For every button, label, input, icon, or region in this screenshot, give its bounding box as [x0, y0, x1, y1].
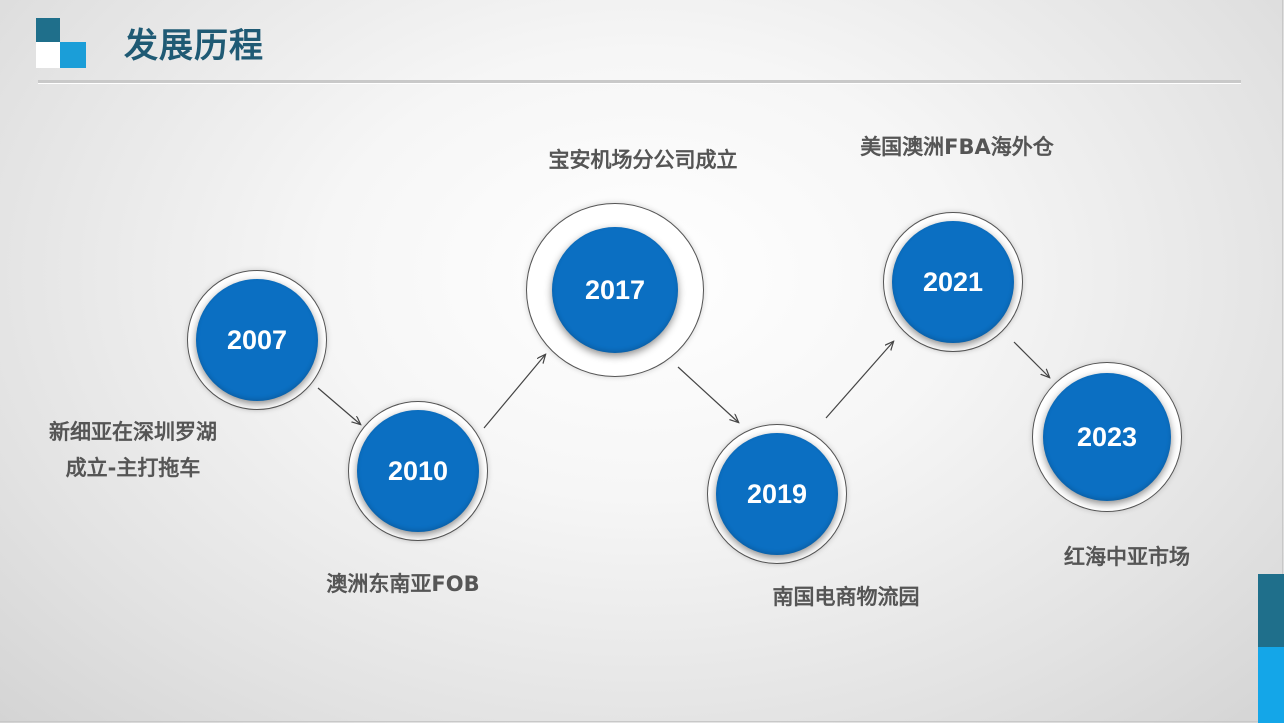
event-label-line: 成立-主打拖车: [65, 456, 201, 480]
event-label-2019: 南国电商物流园: [736, 579, 956, 615]
arrow-2017-2019: [677, 366, 738, 422]
milestone-2017: 2017: [526, 203, 704, 377]
event-label-2010: 澳洲东南亚FOB: [298, 566, 508, 602]
corner-accent-bar: [1258, 574, 1284, 723]
page-title: 发展历程: [124, 26, 264, 66]
arrow-2007-2010: [317, 387, 360, 424]
title-divider: [38, 80, 1241, 84]
event-label-2021: 美国澳洲FBA海外仓: [822, 129, 1092, 165]
event-label-2007: 新细亚在深圳罗湖 成立-主打拖车: [28, 414, 238, 486]
logo-square-light: [60, 42, 86, 68]
event-label-line: 南国电商物流园: [772, 585, 920, 609]
event-label-line: 新细亚在深圳罗湖: [49, 420, 217, 444]
milestone-year: 2017: [552, 227, 678, 353]
milestone-year: 2023: [1043, 373, 1171, 501]
logo-square-dark: [36, 18, 60, 42]
arrow-2019-2021: [825, 342, 893, 419]
milestone-year: 2019: [716, 433, 838, 555]
milestone-year: 2010: [357, 410, 479, 532]
milestone-2019: 2019: [707, 424, 847, 564]
accent-bar-light: [1258, 647, 1284, 723]
milestone-2010: 2010: [348, 401, 488, 541]
event-label-line: 澳洲东南亚FOB: [326, 572, 480, 596]
event-label-2023: 红海中亚市场: [1022, 539, 1232, 575]
arrow-2010-2017: [483, 355, 545, 429]
milestone-2007: 2007: [187, 270, 327, 410]
event-label-line: 美国澳洲FBA海外仓: [860, 135, 1054, 159]
milestone-year: 2021: [892, 221, 1014, 343]
milestone-2023: 2023: [1032, 362, 1182, 512]
accent-bar-dark: [1258, 574, 1284, 647]
event-label-line: 红海中亚市场: [1064, 545, 1190, 569]
event-label-2017: 宝安机场分公司成立: [513, 142, 773, 178]
milestone-year: 2007: [196, 279, 318, 401]
event-label-line: 宝安机场分公司成立: [548, 148, 738, 172]
logo-squares-icon: [36, 18, 88, 70]
logo-square-white: [36, 42, 60, 68]
milestone-2021: 2021: [883, 212, 1023, 352]
arrow-2021-2023: [1013, 341, 1049, 377]
